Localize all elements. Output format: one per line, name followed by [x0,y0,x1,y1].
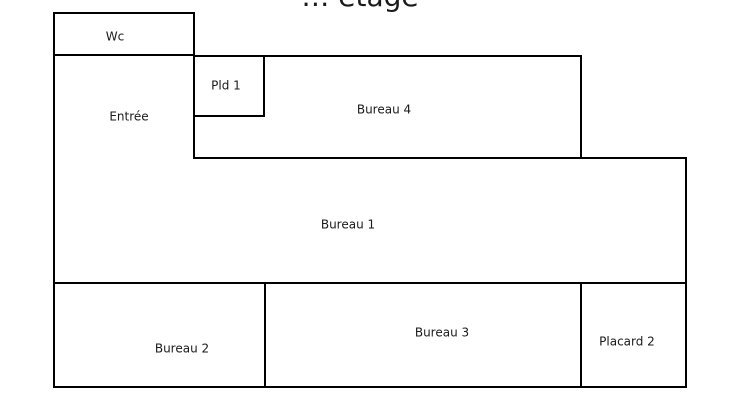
room-label-placard2: Placard 2 [599,335,655,349]
room-label-bureau4: Bureau 4 [357,103,411,117]
room-label-bureau3: Bureau 3 [415,326,469,340]
room-label-wc: Wc [106,30,124,44]
room-label-entree: Entrée [109,110,148,124]
room-label-bureau1: Bureau 1 [321,218,375,232]
plan-title-fragment: … étage [301,0,418,13]
outer-wall [53,12,687,388]
room-label-bureau2: Bureau 2 [155,342,209,356]
room-label-pld1: Pld 1 [211,79,241,93]
